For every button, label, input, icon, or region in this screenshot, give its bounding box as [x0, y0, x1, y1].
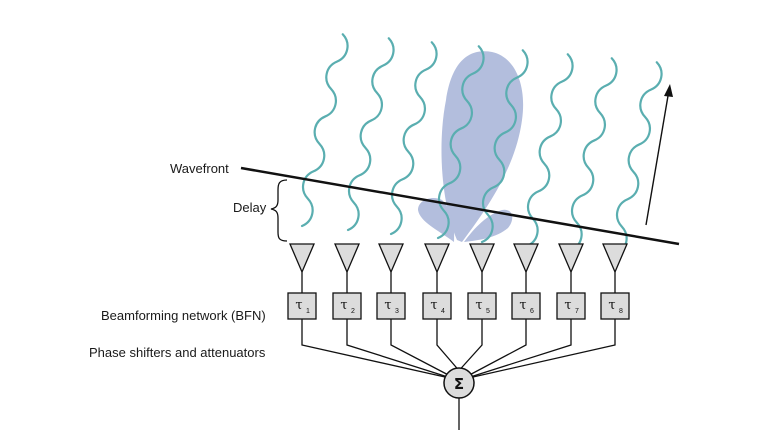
delay-index-1: 1 [306, 308, 310, 315]
bfn-label: Beamforming network (BFN) [101, 308, 266, 323]
delay-box-3 [376, 292, 406, 320]
antenna-7 [558, 243, 584, 274]
antenna-3 [378, 243, 404, 274]
delay-symbol-8: τ [608, 298, 615, 313]
antenna-2 [334, 243, 360, 274]
incoming-waves [300, 33, 663, 256]
summer-feed-8 [472, 319, 616, 378]
delay-index-7: 7 [575, 308, 579, 315]
antenna-6 [513, 243, 539, 274]
wave-1 [300, 33, 349, 228]
antenna-5 [469, 243, 495, 274]
delay-symbol-1: τ [295, 298, 302, 313]
wave-5 [480, 49, 529, 244]
wave-3 [389, 41, 438, 236]
delay-box-7 [556, 292, 586, 320]
delay-index-5: 5 [486, 308, 490, 315]
antenna-4 [424, 243, 450, 274]
summer-feed-4 [436, 319, 458, 369]
delay-symbol-5: τ [475, 298, 482, 313]
delay-box-2 [332, 292, 362, 320]
summer-feed-7 [470, 319, 572, 378]
delay-index-2: 2 [351, 308, 355, 315]
side-lobe-right [464, 209, 513, 242]
phase-shifters-label: Phase shifters and attenuators [89, 345, 266, 360]
main-lobe [441, 51, 524, 242]
delay-index-3: 3 [395, 308, 399, 315]
summer-feed-1 [301, 319, 446, 378]
summer-feed-3 [390, 319, 453, 378]
wavefront-label: Wavefront [170, 161, 229, 176]
delay-symbol-3: τ [384, 298, 391, 313]
delay-index-4: 4 [441, 308, 445, 315]
wave-2 [346, 37, 395, 232]
delay-index-8: 8 [619, 308, 623, 315]
delay-symbol-7: τ [564, 298, 571, 313]
sigma-symbol: Σ [454, 375, 464, 393]
summer-feed-5 [460, 319, 483, 369]
delay-symbol-4: τ [430, 298, 437, 313]
delay-label: Delay [233, 200, 267, 215]
wave-8 [614, 61, 663, 256]
summer-feed-2 [346, 319, 448, 378]
antenna-8 [602, 243, 628, 274]
delay-box-8 [600, 292, 630, 320]
delay-symbol-2: τ [340, 298, 347, 313]
delay-index-6: 6 [530, 308, 534, 315]
wavefront-line [240, 166, 680, 246]
wave-4 [436, 45, 485, 240]
direction-arrow [645, 84, 673, 226]
summer-feed-6 [465, 319, 527, 378]
delay-box-1 [287, 292, 317, 320]
wave-6 [525, 53, 574, 248]
delay-symbol-6: τ [519, 298, 526, 313]
delay-brace [270, 179, 288, 242]
antenna-1 [289, 243, 315, 274]
delay-box-4 [422, 292, 452, 320]
wave-7 [569, 57, 618, 252]
summer: Σ [443, 367, 475, 430]
